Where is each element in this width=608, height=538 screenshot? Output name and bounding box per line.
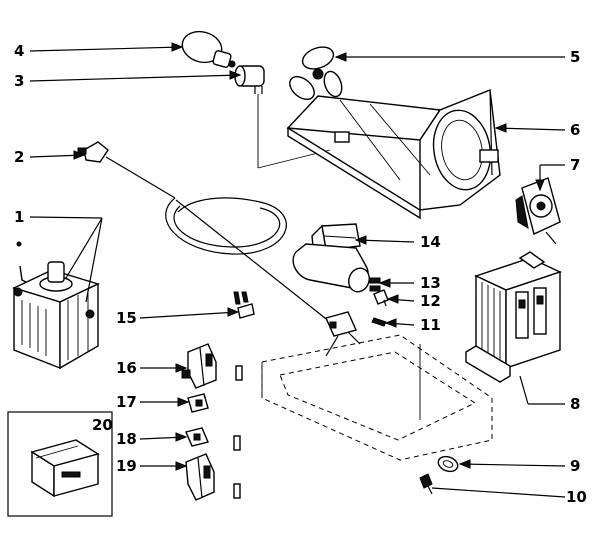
callout-16: 16 xyxy=(116,359,137,377)
callout-9: 9 xyxy=(570,457,580,475)
power-cord xyxy=(77,141,331,323)
callout-7: 7 xyxy=(570,156,580,174)
hv-capacitor xyxy=(292,223,381,293)
callout-2: 2 xyxy=(14,148,24,166)
switch-bracket xyxy=(181,343,243,389)
callout-10: 10 xyxy=(566,488,587,506)
arrowheads xyxy=(73,42,545,471)
callout-15: 15 xyxy=(116,309,137,327)
callout-6: 6 xyxy=(570,121,580,139)
callout-4: 4 xyxy=(14,42,24,60)
callout-11: 11 xyxy=(420,316,441,334)
capacitor-screw xyxy=(371,317,387,327)
thermal-cutout xyxy=(233,291,255,319)
lamp-bulb xyxy=(181,30,236,68)
air-guide-bracket xyxy=(286,89,501,220)
callout-19: 19 xyxy=(116,457,137,475)
hv-transformer xyxy=(465,251,562,383)
foot-screw xyxy=(419,473,433,495)
switch-bracket-19 xyxy=(185,453,241,501)
callout-8: 8 xyxy=(570,395,580,413)
cord-terminal-block xyxy=(325,311,361,357)
callout-18: 18 xyxy=(116,430,137,448)
callout-20: 20 xyxy=(92,416,113,434)
callout-1: 1 xyxy=(14,208,24,226)
capacitor-clip xyxy=(373,289,389,307)
lamp-socket xyxy=(234,65,331,169)
base-plate xyxy=(261,334,493,461)
callout-17: 17 xyxy=(116,393,137,411)
callout-13: 13 xyxy=(420,274,441,292)
magnetron xyxy=(12,241,100,370)
callout-12: 12 xyxy=(420,292,441,310)
switch-17 xyxy=(187,393,209,413)
fan-blade xyxy=(289,46,343,101)
switch-18 xyxy=(185,427,241,451)
callout-3: 3 xyxy=(14,72,24,90)
foot xyxy=(437,455,459,473)
callout-5: 5 xyxy=(570,48,580,66)
callout-labels: 4 3 2 1 5 6 7 14 13 12 11 15 16 17 8 20 … xyxy=(14,42,587,506)
fan-motor xyxy=(515,177,561,245)
control-module-box xyxy=(7,411,113,517)
callout-14: 14 xyxy=(420,233,441,251)
